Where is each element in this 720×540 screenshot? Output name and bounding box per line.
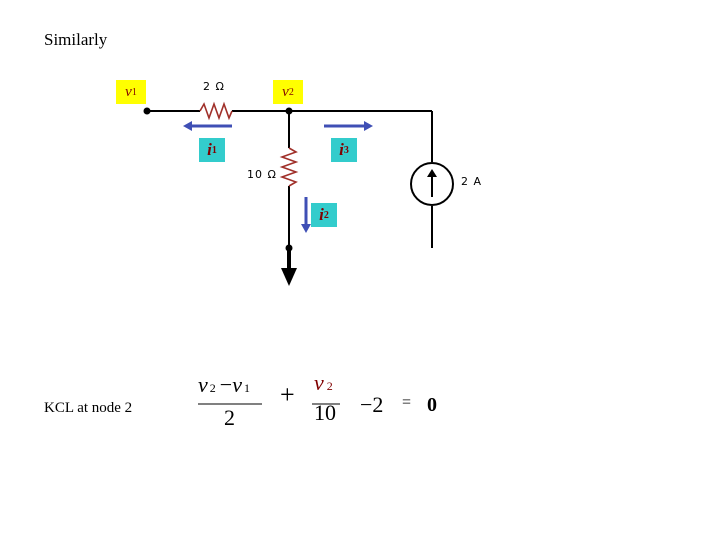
i3-sub: 3 xyxy=(343,144,349,156)
kcl-label: KCL at node 2 xyxy=(44,400,133,416)
v1-base: v xyxy=(125,83,132,100)
equation-rhs: 0 xyxy=(427,394,437,416)
node-2-dot xyxy=(285,107,293,115)
term2-sub: 2 xyxy=(326,379,333,393)
term1-v1: v xyxy=(232,372,242,397)
term2-v: v xyxy=(314,370,324,395)
term3-constant: −2 xyxy=(360,392,384,417)
resistor-2-ohm xyxy=(199,101,233,121)
ground-arrow xyxy=(281,268,297,286)
term1-minus: − xyxy=(219,372,233,397)
resistor-10-ohm xyxy=(279,147,299,187)
term2-denominator: 10 xyxy=(314,400,336,425)
v1-sub: 1 xyxy=(131,86,137,98)
current-source-value: 2 A xyxy=(461,175,483,188)
term1-denominator: 2 xyxy=(224,405,235,430)
node-1-dot xyxy=(143,107,151,115)
slide-title: Similarly xyxy=(44,30,108,49)
resistor-2-ohm-value: 2 Ω xyxy=(203,80,225,93)
equals-sign: = xyxy=(402,394,412,411)
i2-sub: 2 xyxy=(323,209,329,221)
v2-base: v xyxy=(282,83,289,100)
i2-base: i xyxy=(319,205,324,224)
term1-v2: v xyxy=(198,372,208,397)
term1-sub1: 1 xyxy=(243,381,250,395)
i1-sub: 1 xyxy=(211,144,217,156)
term1-sub2: 2 xyxy=(209,381,216,395)
i1-base: i xyxy=(207,140,212,159)
v2-sub: 2 xyxy=(288,86,294,98)
i3-base: i xyxy=(339,140,344,159)
source-arrow xyxy=(427,169,437,177)
resistor-10-ohm-value: 10 Ω xyxy=(247,168,277,181)
plus-sign: + xyxy=(280,380,295,409)
